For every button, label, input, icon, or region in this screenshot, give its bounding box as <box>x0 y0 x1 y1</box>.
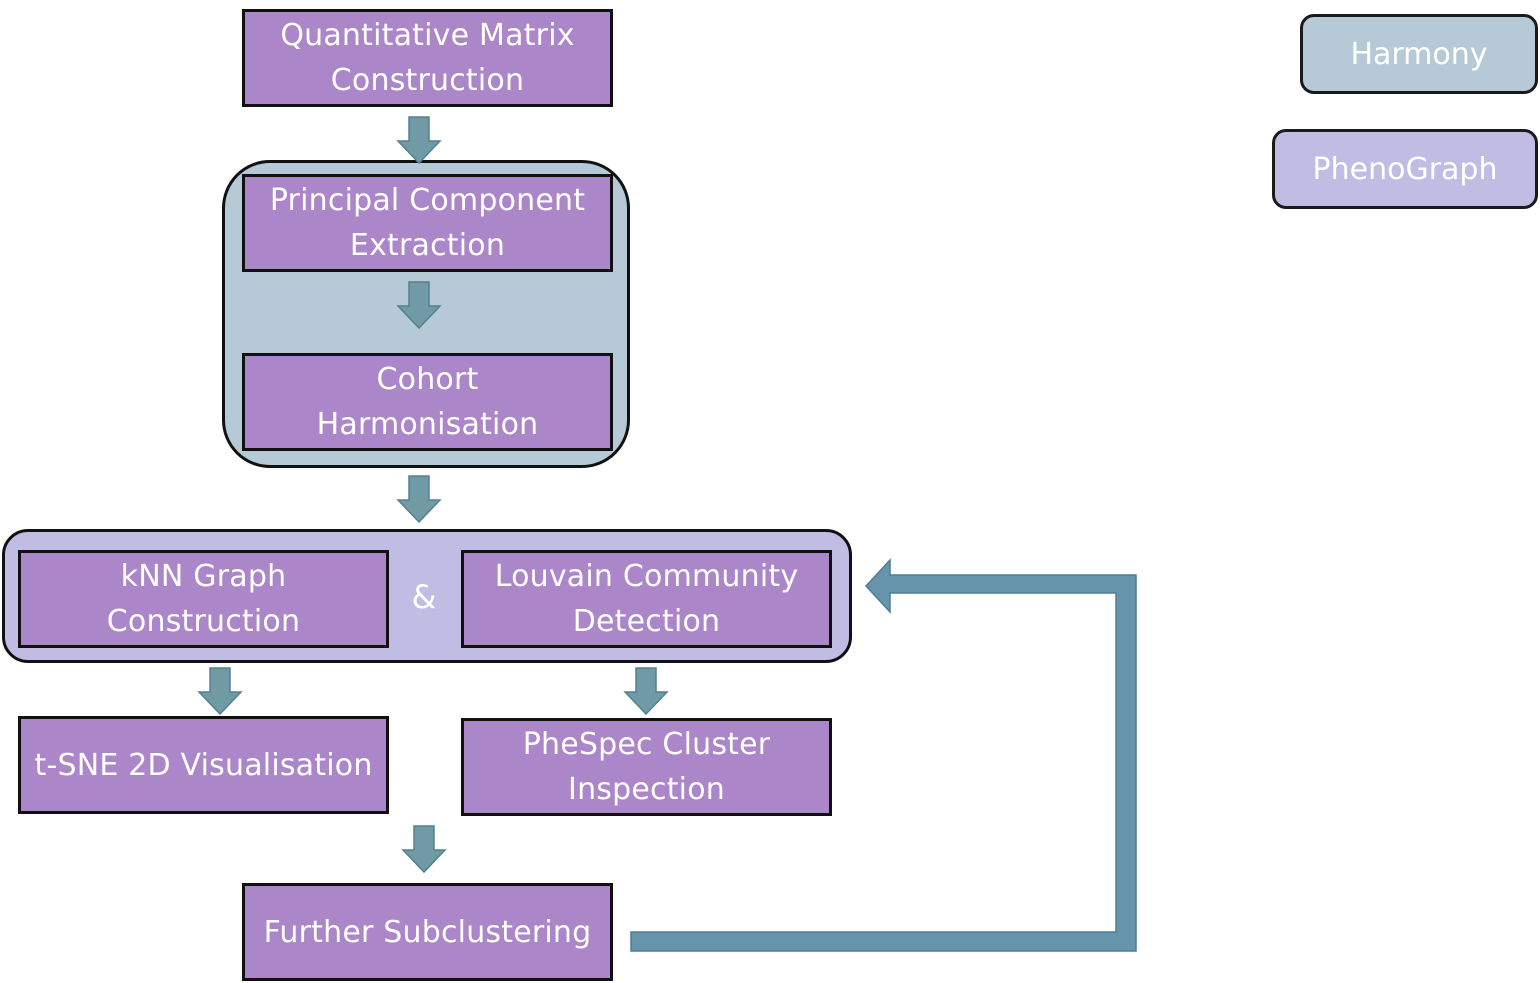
phespec-cluster-line-2: Inspection <box>568 772 725 807</box>
arrow-down-icon <box>197 667 243 716</box>
principal-component-line-1: Principal Component <box>269 183 586 218</box>
arrow-down-icon <box>401 825 447 874</box>
tsne-visualisation-line-1: t-SNE 2D Visualisation <box>34 747 373 783</box>
cohort-harmonisation-node: Cohort Harmonisation <box>242 353 613 451</box>
cohort-harmonisation-line-2: Harmonisation <box>316 407 539 442</box>
legend-harmony: Harmony <box>1300 14 1538 94</box>
knn-graph-line-1: kNN Graph <box>120 559 287 594</box>
arrow-down-icon <box>396 475 442 524</box>
further-subclustering-line-1: Further Subclustering <box>263 914 592 950</box>
cohort-harmonisation-line-1: Cohort <box>376 362 479 397</box>
principal-component-line-2: Extraction <box>349 228 506 263</box>
louvain-community-node: Louvain Community Detection <box>461 550 832 648</box>
knn-graph-node: kNN Graph Construction <box>18 550 389 648</box>
louvain-community-line-2: Detection <box>572 604 721 639</box>
quantitative-matrix-line-1: Quantitative Matrix <box>280 18 575 53</box>
feedback-loop-arrow-icon <box>630 558 1137 952</box>
louvain-community-line-1: Louvain Community <box>494 559 799 594</box>
arrow-down-icon <box>396 281 442 330</box>
quantitative-matrix-line-2: Construction <box>330 63 525 98</box>
legend-phenograph: PhenoGraph <box>1272 129 1538 209</box>
tsne-visualisation-node: t-SNE 2D Visualisation <box>18 716 389 814</box>
quantitative-matrix-node: Quantitative Matrix Construction <box>242 9 613 107</box>
further-subclustering-node: Further Subclustering <box>242 883 613 981</box>
arrow-down-icon <box>396 116 442 165</box>
principal-component-node: Principal Component Extraction <box>242 174 613 272</box>
ampersand-label: & <box>411 578 437 616</box>
knn-graph-line-2: Construction <box>106 604 301 639</box>
phespec-cluster-node: PheSpec Cluster Inspection <box>461 718 832 816</box>
phespec-cluster-line-1: PheSpec Cluster <box>522 727 771 762</box>
arrow-down-icon <box>623 667 669 716</box>
